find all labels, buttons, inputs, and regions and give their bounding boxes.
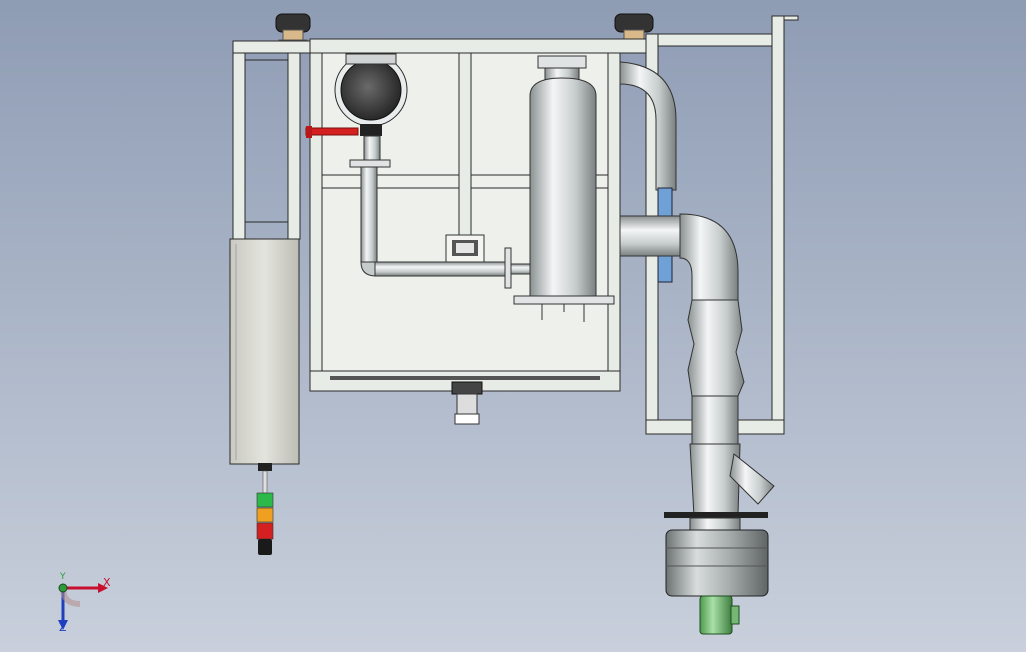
pipe-bracket: [445, 234, 485, 263]
main-discharge-pipe: [619, 213, 775, 517]
small-outlet-pipe: [349, 135, 532, 289]
y-axis-dot: [58, 583, 68, 593]
coordinate-triad: [58, 583, 108, 630]
control-cabinet: [229, 238, 300, 465]
butterfly-valve: [334, 53, 408, 136]
left-support-frame: [232, 40, 312, 240]
upper-elbow-pipe: [619, 61, 677, 283]
signal-light-red: [256, 522, 274, 540]
cylinder-filter: [513, 55, 615, 322]
signal-light-amber: [256, 507, 274, 523]
tank-bottom-drain: [451, 381, 483, 425]
z-axis-label: Z: [59, 621, 67, 634]
x-axis-label: X: [103, 576, 111, 589]
signal-light-green: [256, 492, 274, 508]
valve-handle[interactable]: [305, 126, 359, 138]
signal-tower: [256, 463, 274, 555]
pump-motor: [699, 595, 740, 635]
y-axis-label: Y: [60, 572, 66, 582]
pump-housing: [664, 512, 769, 597]
